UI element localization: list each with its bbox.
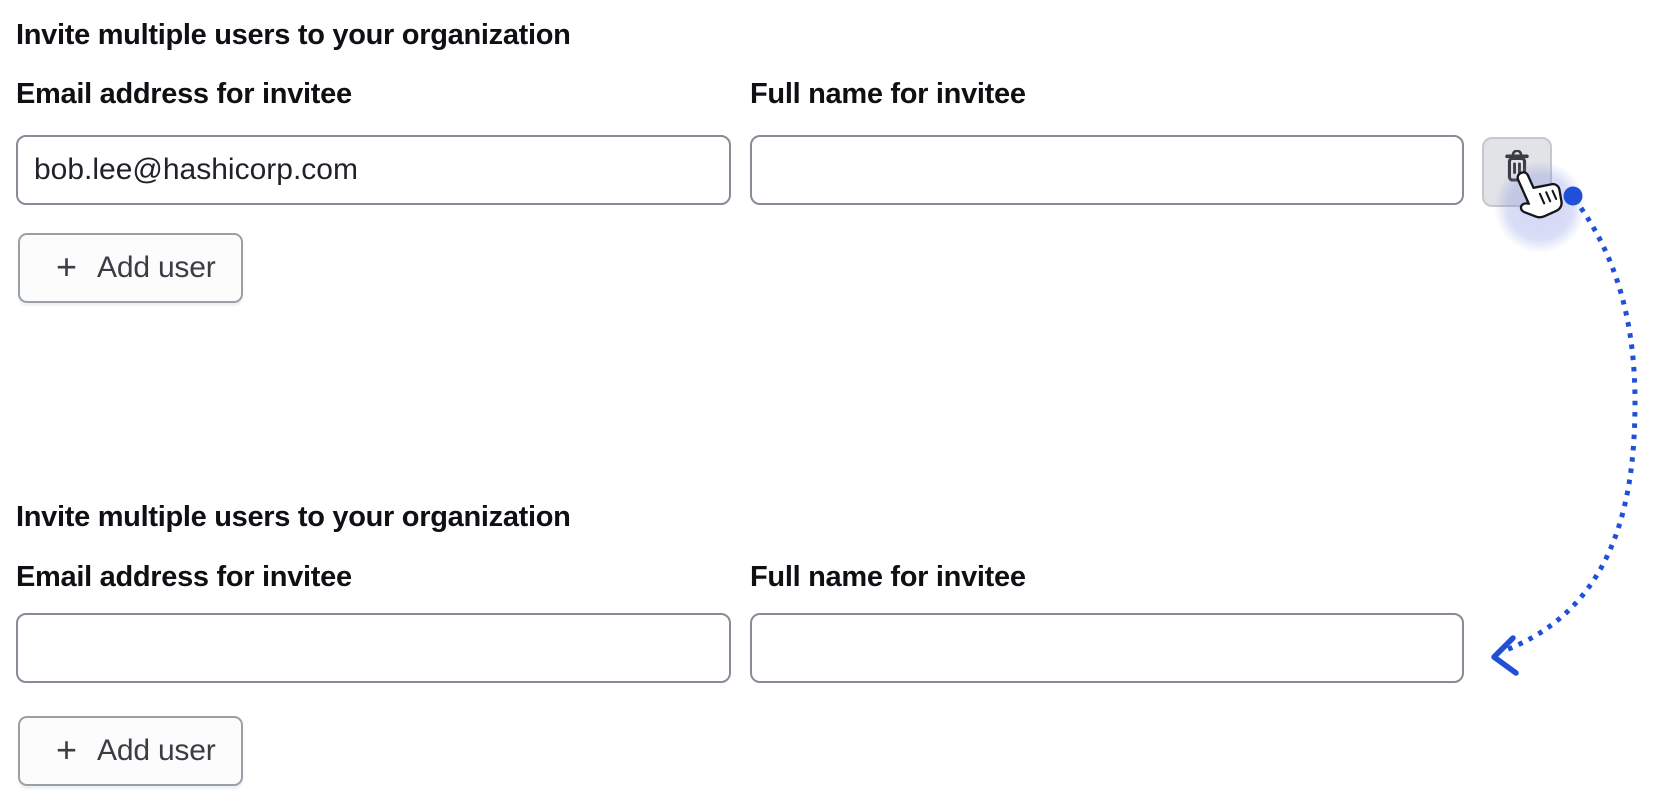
email-input[interactable] [16, 135, 731, 205]
section-heading: Invite multiple users to your organizati… [16, 19, 571, 51]
add-user-button[interactable]: + Add user [18, 233, 243, 303]
plus-icon: + [56, 245, 78, 287]
dotted-arrow [1505, 206, 1638, 653]
full-name-label: Full name for invitee [750, 561, 1026, 593]
full-name-label: Full name for invitee [750, 78, 1026, 110]
delete-row-button[interactable] [1482, 137, 1552, 207]
email-input[interactable] [16, 613, 731, 683]
arrow-start-dot [1563, 186, 1583, 206]
plus-icon: + [56, 728, 78, 770]
section-heading: Invite multiple users to your organizati… [16, 501, 571, 533]
add-user-button[interactable]: + Add user [18, 716, 243, 786]
full-name-input[interactable] [750, 613, 1464, 683]
add-user-label: Add user [97, 734, 216, 767]
add-user-label: Add user [97, 251, 216, 284]
arrow-head [1491, 635, 1519, 676]
email-label: Email address for invitee [16, 561, 352, 593]
email-label: Email address for invitee [16, 78, 352, 110]
trash-icon [1505, 150, 1529, 182]
full-name-input[interactable] [750, 135, 1464, 205]
